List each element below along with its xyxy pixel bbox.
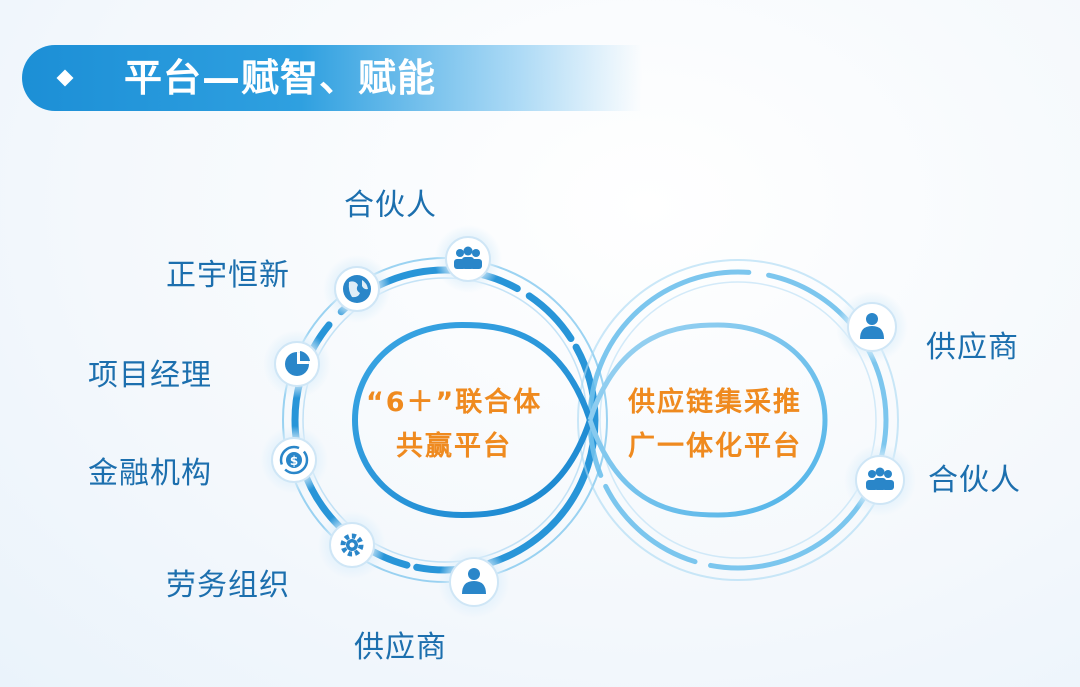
node-label-partner-top: 合伙人: [344, 188, 437, 223]
node-person-right: [836, 291, 908, 363]
node-label-project-manager: 项目经理: [88, 358, 212, 393]
person-icon: [860, 313, 884, 339]
node-label-partner-right: 合伙人: [928, 463, 1021, 498]
node-gear: [318, 511, 386, 579]
dollar-refresh-icon: $: [279, 445, 309, 475]
gear-icon: [340, 533, 364, 557]
right-center-line2: 广一体化平台: [628, 431, 802, 462]
node-person-bottom: [438, 546, 510, 618]
node-pie-chart: [263, 330, 331, 398]
people-icon: [454, 246, 482, 269]
infinity-left-lobe: [351, 321, 593, 519]
node-people-right: [844, 444, 916, 516]
left-center-line1: “6＋”联合体: [366, 387, 543, 418]
globe-icon: [343, 275, 371, 303]
infinity-right-lobe: [587, 322, 828, 518]
left-center-line2: 共赢平台: [396, 431, 512, 462]
node-people-top: [434, 225, 502, 293]
svg-text:$: $: [290, 454, 298, 468]
node-label-zhengyu: 正宇恒新: [166, 258, 290, 293]
node-label-supplier-bottom: 供应商: [354, 630, 447, 665]
node-label-financial: 金融机构: [88, 456, 212, 491]
page-title: 平台—赋智、赋能: [124, 56, 437, 100]
people-icon: [866, 467, 894, 490]
title-banner: [22, 45, 642, 111]
person-icon: [462, 568, 486, 594]
pie-chart-icon: [285, 351, 310, 376]
node-dollar: $: [260, 426, 328, 494]
node-globe: [323, 255, 391, 323]
node-label-labor: 劳务组织: [166, 568, 290, 603]
node-label-supplier-right: 供应商: [926, 330, 1019, 365]
right-center-line1: 供应链集采推: [628, 387, 802, 418]
